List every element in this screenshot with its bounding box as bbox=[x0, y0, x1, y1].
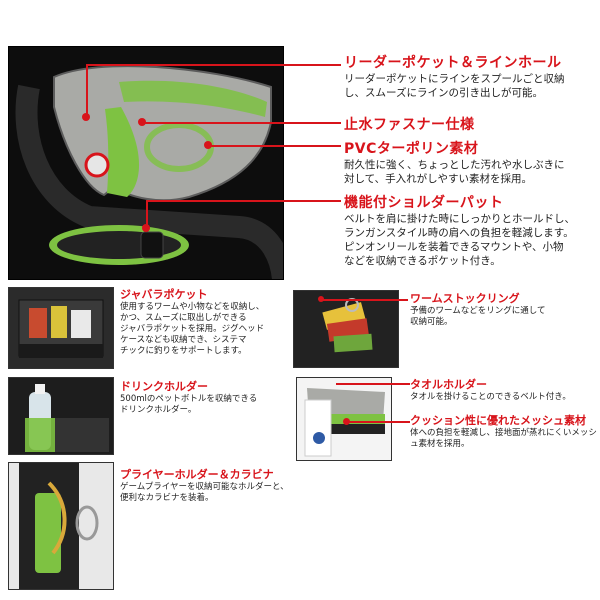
detail-title: ジャバラポケット bbox=[120, 288, 208, 301]
feature-title: 止水ファスナー仕様 bbox=[344, 117, 475, 133]
leader-line-4h bbox=[146, 200, 341, 202]
detail-drink-holder: ドリンクホルダー 500mlのペットボトルを収納できる ドリンクホルダー。 bbox=[120, 378, 290, 416]
leader-point-worm bbox=[318, 296, 324, 302]
detail-desc-line: かつ、スムーズに取出しができる bbox=[120, 313, 247, 323]
leader-line-4v bbox=[146, 200, 148, 228]
leader-point-4 bbox=[142, 224, 150, 232]
leader-line-worm bbox=[322, 299, 408, 301]
leader-point-1 bbox=[82, 113, 90, 121]
feature-desc-line: ピンオンリールを装着できるマウントや、小物 bbox=[344, 241, 564, 253]
detail-towel-holder: タオルホルダー タオルを掛けることのできるベルト付き。 bbox=[410, 376, 596, 403]
feature-waterproof-zipper: 止水ファスナー仕様 bbox=[344, 114, 596, 134]
detail-desc-line: 500mlのペットボトルを収納できる bbox=[120, 394, 258, 404]
detail-desc-line: チックに釣りをサポートします。 bbox=[120, 346, 247, 356]
detail-title: ドリンクホルダー bbox=[120, 380, 208, 393]
feature-leader-pocket: リーダーポケット＆ラインホール リーダーポケットにラインをスプールごと収納 し、… bbox=[344, 52, 596, 100]
detail-plier-holder: プライヤーホルダー＆カラビナ ゲームプライヤーを収納可能なホルダーと、 便利なカ… bbox=[120, 466, 306, 504]
feature-title: 機能付ショルダーパット bbox=[344, 195, 504, 211]
detail-desc-line: ュ素材を採用。 bbox=[410, 439, 470, 449]
detail-desc-line: タオルを掛けることのできるベルト付き。 bbox=[410, 392, 571, 402]
leader-line-1h bbox=[86, 64, 341, 66]
drink-holder-photo bbox=[8, 377, 114, 455]
feature-title: リーダーポケット＆ラインホール bbox=[344, 55, 562, 71]
feature-shoulder-pad: 機能付ショルダーパット ベルトを肩に掛けた時にしっかりとホールドし、 ランガンス… bbox=[344, 192, 598, 268]
detail-desc-line: 使用するワームや小物などを収納し、 bbox=[120, 302, 265, 312]
detail-worm-ring: ワームストックリング 予備のワームなどをリングに通して 収納可能。 bbox=[410, 290, 596, 328]
detail-desc-line: 体への負担を軽減し、接地面が蒸れにくいメッシ bbox=[410, 428, 597, 438]
detail-desc-line: ジャバラポケットを採用。ジグヘッド bbox=[120, 324, 265, 334]
detail-desc-line: ケースなども収納でき、システマ bbox=[120, 335, 247, 345]
feature-title: PVCターポリン素材 bbox=[344, 141, 479, 157]
detail-title: タオルホルダー bbox=[410, 378, 487, 391]
bellows-pocket-photo bbox=[8, 287, 114, 369]
detail-desc-line: ゲームプライヤーを収納可能なホルダーと、 bbox=[120, 482, 289, 492]
leader-point-mesh bbox=[343, 418, 350, 425]
leader-line-towel bbox=[336, 383, 410, 385]
feature-desc-line: 対して、手入れがしやすい素材を採用。 bbox=[344, 173, 533, 185]
feature-desc-line: し、スムーズにラインの引き出しが可能。 bbox=[344, 87, 543, 99]
detail-mesh-material: クッション性に優れたメッシュ素材 体への負担を軽減し、接地面が蒸れにくいメッシ … bbox=[410, 412, 598, 450]
detail-desc-line: ドリンクホルダー。 bbox=[120, 405, 197, 415]
leader-line-mesh bbox=[347, 421, 410, 423]
leader-line-1v bbox=[86, 64, 88, 116]
feature-pvc-material: PVCターポリン素材 耐久性に強く、ちょっとした汚れや水しぶきに 対して、手入れ… bbox=[344, 138, 596, 186]
leader-line-3 bbox=[208, 145, 341, 147]
feature-desc-line: などを収納できるポケット付き。 bbox=[344, 255, 501, 267]
detail-title: ワームストックリング bbox=[410, 292, 520, 305]
leader-line-2 bbox=[142, 122, 341, 124]
detail-bellows-pocket: ジャバラポケット 使用するワームや小物などを収納し、 かつ、スムーズに取出しがで… bbox=[120, 286, 290, 357]
feature-desc-line: 耐久性に強く、ちょっとした汚れや水しぶきに bbox=[344, 159, 565, 171]
main-product-photo bbox=[8, 46, 294, 281]
worm-ring-photo bbox=[293, 290, 399, 368]
detail-desc-line: 収納可能。 bbox=[410, 317, 453, 327]
feature-desc-line: リーダーポケットにラインをスプールごと収納 bbox=[344, 73, 565, 85]
detail-title: プライヤーホルダー＆カラビナ bbox=[120, 468, 274, 481]
detail-desc-line: 便利なカラビナを装着。 bbox=[120, 493, 214, 503]
detail-desc-line: 予備のワームなどをリングに通して bbox=[410, 306, 546, 316]
feature-desc-line: ランガンスタイル時の肩への負担を軽減します。 bbox=[344, 227, 574, 239]
detail-title: クッション性に優れたメッシュ素材 bbox=[410, 414, 586, 427]
plier-holder-photo bbox=[8, 462, 114, 590]
feature-desc-line: ベルトを肩に掛けた時にしっかりとホールドし、 bbox=[344, 213, 575, 225]
messenger-bag-image bbox=[9, 47, 294, 281]
